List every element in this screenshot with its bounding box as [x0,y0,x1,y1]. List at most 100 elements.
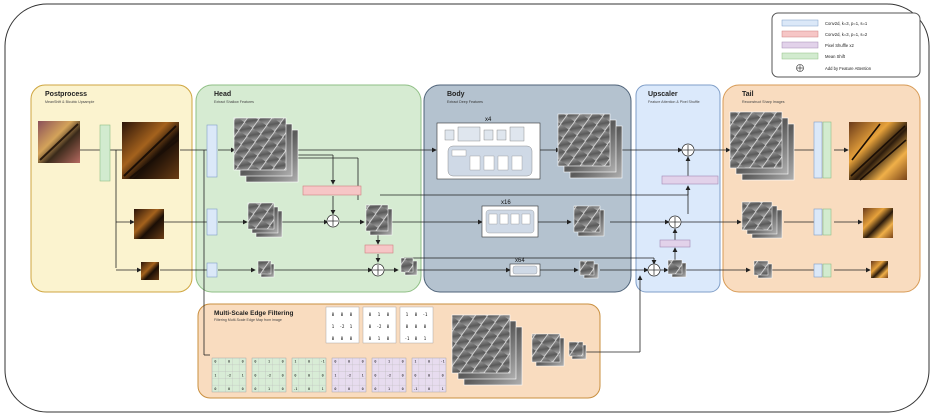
head-feature-small [258,261,271,274]
tail-feature-mid [742,202,772,230]
kernel-value: 0 [402,387,404,391]
legend-label-conv-s2: Conv2d, k=3, p=1, s=2 [825,32,868,37]
body-feature-small [580,261,594,275]
tail-conv-bar-2 [814,209,822,235]
add-icon [327,215,339,227]
head-stride-conv-1 [303,186,361,195]
tail-mean-shift-1 [823,122,831,178]
kernel-value: 0 [428,360,430,364]
kernel-value: 0 [282,373,284,377]
body-title: Body [447,91,465,98]
head-conv-bar-2 [207,209,217,235]
kernel-value: 0 [402,360,404,364]
svg-text:-2: -2 [340,324,345,329]
body-feature-large [558,114,610,166]
head-feature-large [234,118,286,170]
tail-mean-shift-2 [823,209,831,235]
kernel-value: 0 [414,373,416,377]
kernel-value: 1 [322,387,324,391]
kernel-value: -1 [413,387,417,391]
kernel-value: 1 [388,387,390,391]
kernel-value: 0 [282,360,284,364]
legend-swatch-conv-s1 [782,20,818,26]
kernel-value: 1 [294,360,296,364]
kernel-value: 0 [308,373,310,377]
dilated-kernel-grid: 0 1 0 0 -2 0 0 1 0 [372,358,406,392]
upscaler-title: Upscaler [648,91,678,98]
tail-title: Tail [742,91,754,98]
add-icon [669,216,681,228]
kernel-value: 0 [442,373,444,377]
head-feature-small-b [401,258,413,272]
kernel-value: 0 [242,387,244,391]
edge-title: Multi-Scale Edge Filtering [214,310,293,317]
dilated-kernel-grid: 1 0 -1 0 0 0 -1 0 1 [292,358,326,392]
kernel-value: 1 [442,387,444,391]
kernel-value: -2 [387,373,391,377]
legend: Conv2d, k=3, p=1, s=1 Conv2d, k=3, p=1, … [772,13,920,77]
kernel-value: 0 [228,387,230,391]
svg-text:-1: -1 [405,336,410,341]
tail-feature-small [754,261,768,275]
kernel-value: 0 [348,360,350,364]
upscaler-feature-small [668,260,682,274]
kernel-1: 000 1-21 000 [326,307,359,343]
tail-conv-bar-1 [814,122,822,178]
bicubic-image-x4 [141,262,159,280]
body-feature-mid [574,206,600,232]
legend-label-conv-s1: Conv2d, k=3, p=1, s=1 [825,21,868,26]
kernel-value: -1 [293,387,297,391]
edge-map-small [569,342,583,356]
tail-mean-shift-3 [823,264,831,277]
kernel-value: 1 [362,373,364,377]
kernel-value: 0 [374,387,376,391]
legend-swatch-pixel-shuffle [782,42,818,48]
kernel-value: 0 [254,360,256,364]
kernel-value: 0 [322,373,324,377]
kernel-value: -2 [347,373,351,377]
kernel-value: 0 [254,387,256,391]
kernel-value: 0 [362,360,364,364]
kernel-value: 0 [242,360,244,364]
kernel-value: -1 [441,360,445,364]
kernel-value: 0 [294,373,296,377]
head-feature-mid [248,203,274,229]
kernel-value: 0 [334,387,336,391]
tail-feature-large [730,112,782,168]
kernel-value: -1 [321,360,325,364]
kernel-value: 1 [268,360,270,364]
add-icon [682,144,694,156]
kernel-value: 0 [308,360,310,364]
kernel-value: 1 [334,373,336,377]
head-stride-conv-2 [365,245,393,253]
mean-shift-bar [100,125,110,181]
body-block-x16-label: x16 [501,200,511,206]
kernel-value: 1 [214,373,216,377]
postprocess-panel: Postprocess MeanShift & Bicubic Upsample [31,85,192,292]
kernel-value: 0 [374,360,376,364]
kernel-value: 1 [388,360,390,364]
bicubic-image-x2 [134,209,164,239]
svg-text:-2: -2 [377,324,382,329]
kernel-value: -2 [227,373,231,377]
output-image-small [871,261,888,278]
pixel-shuffle-bar-1 [662,176,718,184]
legend-label-pixel-shuffle: Pixel Shuffle x2 [825,43,854,48]
edge-map-large [452,315,510,373]
output-image-mid [863,208,893,238]
legend-label-mean-shift: Mean Shift [825,54,846,59]
kernel-value: 0 [228,360,230,364]
kernel-value: 0 [402,373,404,377]
kernel-value: 1 [268,387,270,391]
kernel-value: 0 [348,387,350,391]
edge-map-mid [532,334,560,362]
legend-swatch-mean-shift [782,53,818,59]
pixel-shuffle-bar-2 [660,240,690,247]
dilated-kernel-grid: 10-1000-101 [412,358,446,392]
kernel-value: 0 [374,373,376,377]
kernel-value: 0 [308,387,310,391]
body-subtitle: Extract Deep Features [447,100,483,104]
